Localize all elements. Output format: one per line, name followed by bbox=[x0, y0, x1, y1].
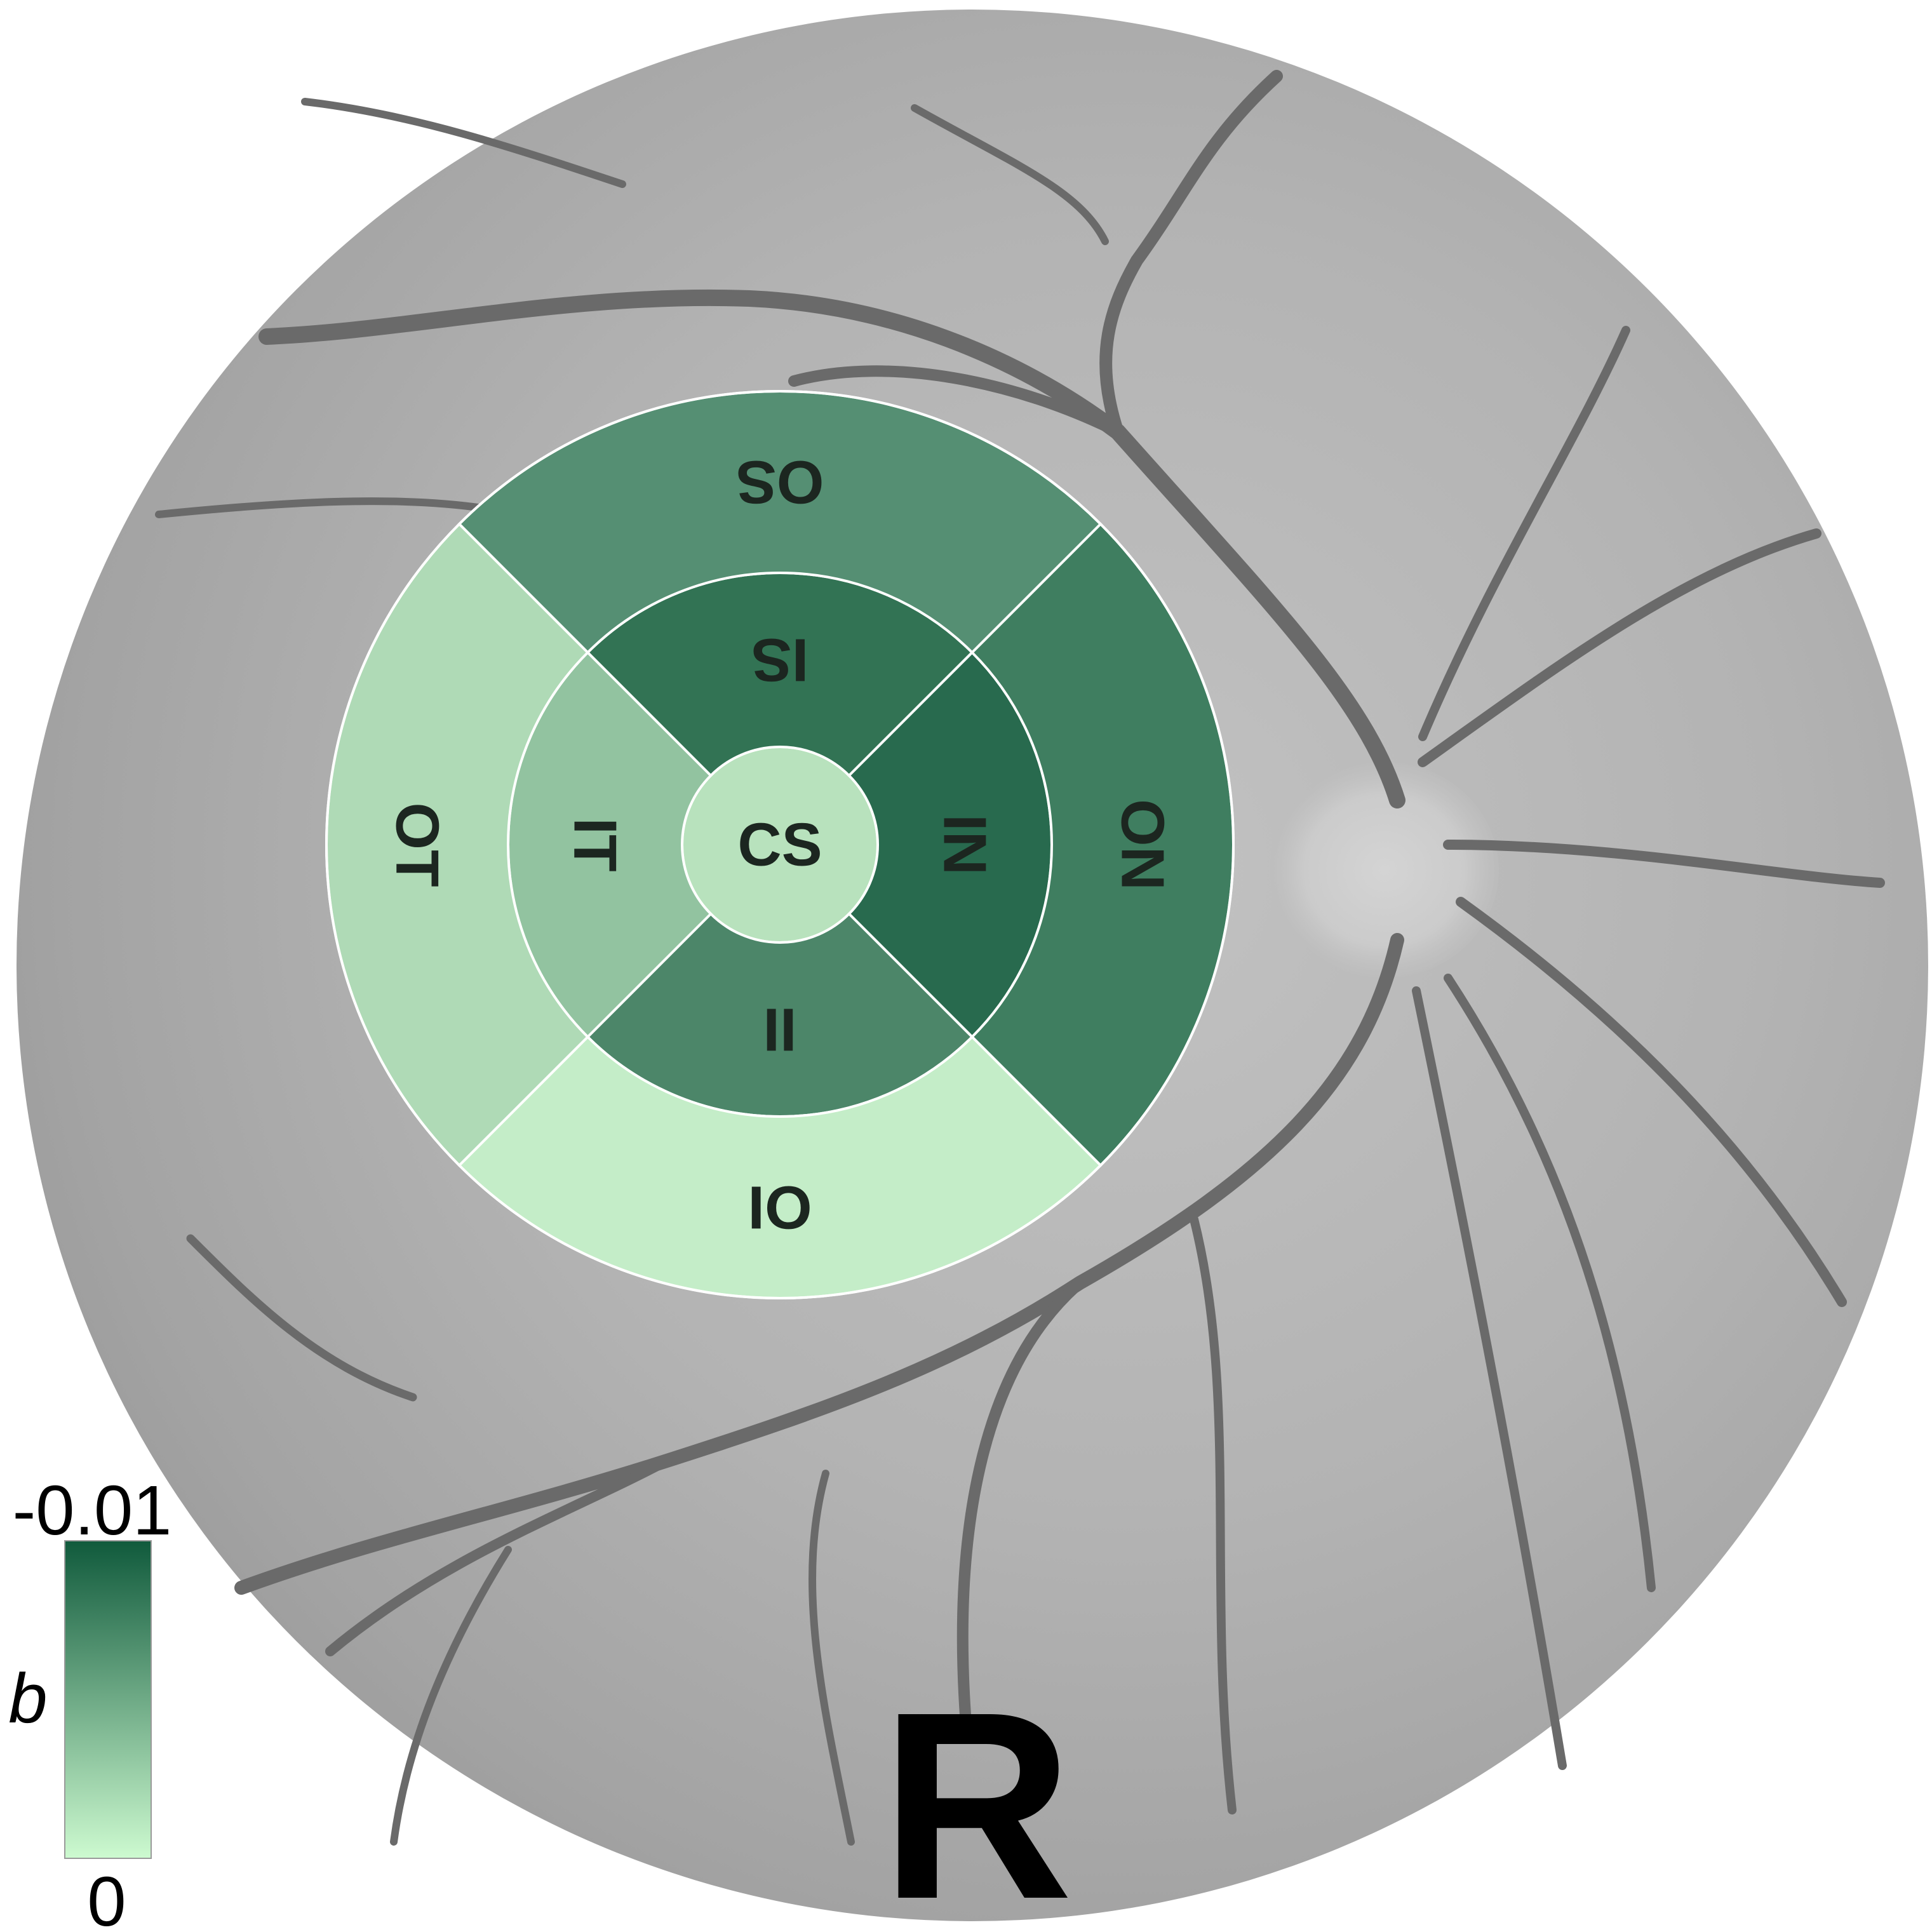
colorbar-gradient bbox=[64, 1540, 152, 1859]
sector-label-it: IT bbox=[561, 817, 629, 871]
colorbar-axis-label: b bbox=[8, 1660, 47, 1738]
sector-label-os: OS bbox=[736, 448, 824, 516]
etdrs-grid: CS IS IN II IT OS ON OI OT bbox=[325, 390, 1235, 1299]
sector-label-ii: II bbox=[763, 996, 796, 1064]
colorbar-min-label: 0 bbox=[87, 1863, 126, 1932]
colorbar-max-label: -0.01 bbox=[13, 1472, 172, 1550]
eye-laterality-letter: R bbox=[880, 1657, 1073, 1932]
sector-label-cs: CS bbox=[737, 811, 822, 879]
colorbar: -0.01 0 b bbox=[8, 1472, 171, 1932]
optic-disc bbox=[1270, 762, 1499, 978]
sector-label-on: ON bbox=[1109, 799, 1177, 890]
sector-label-is: IS bbox=[751, 626, 809, 694]
sector-label-oi: OI bbox=[748, 1174, 812, 1242]
grid-outline bbox=[325, 390, 1235, 1299]
retinal-vessels bbox=[155, 70, 1885, 1846]
sector-label-in: IN bbox=[931, 814, 999, 875]
sector-label-ot: OT bbox=[384, 802, 452, 887]
